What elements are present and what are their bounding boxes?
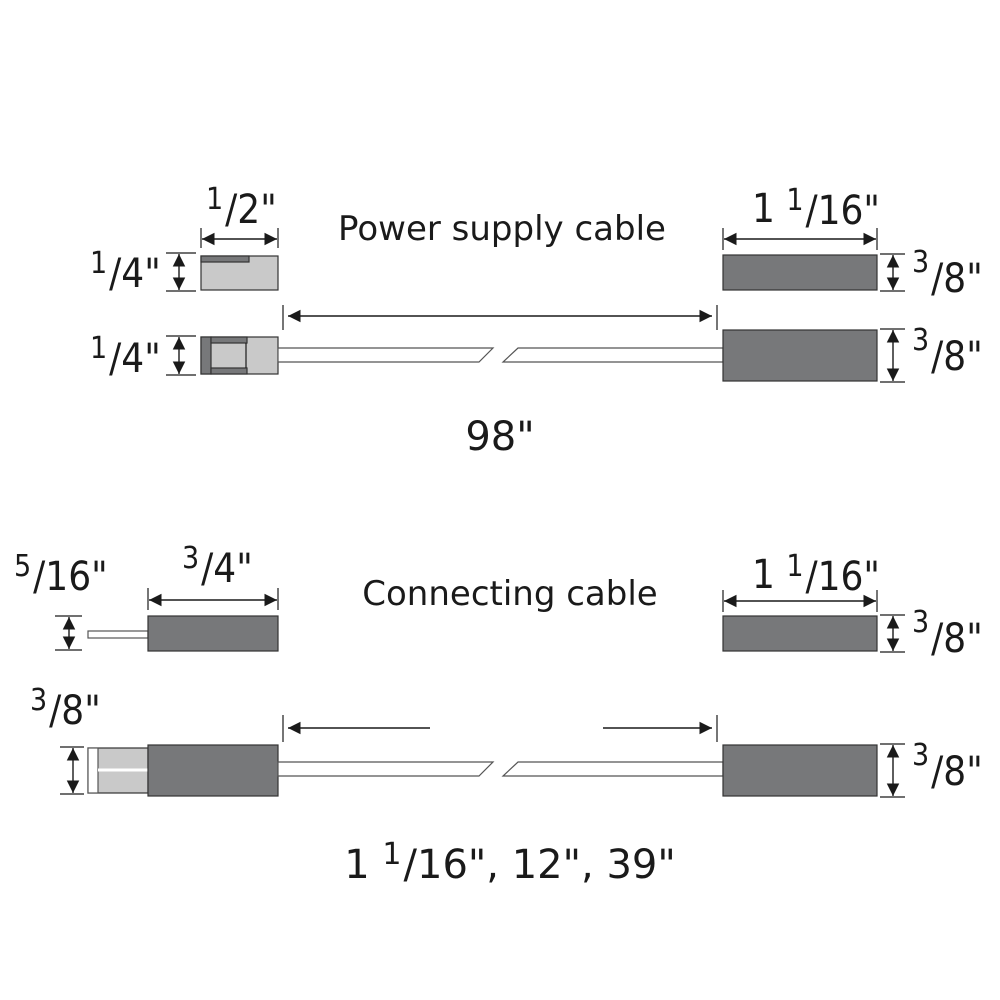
ps-plug-width-num: 1 [206,182,223,217]
connecting-title: Connecting cable [362,574,657,614]
ps-plug-width-den: /2" [225,187,277,233]
cc-plug-top-view [87,615,279,652]
svg-text:5/16": 5/16" [14,549,108,600]
svg-text:3/8": 3/8" [912,738,983,795]
cc-wire [277,761,724,777]
cc-box-top-height-dimension: 3/8" [880,605,983,662]
cc-box-side-view [722,744,878,797]
svg-text:1/4": 1/4" [90,331,161,382]
svg-text:3/8": 3/8" [912,245,983,302]
power-supply-title: Power supply cable [338,209,666,249]
svg-text:1/4": 1/4" [90,246,161,297]
cc-box-side-height-dimension: 3/8" [880,738,983,798]
ps-plug-top-view [200,255,279,291]
ps-length-label: 98" [465,414,534,460]
cc-plug-side-height-dimension: 3/8" [30,683,101,795]
svg-text:1/2": 1/2" [206,182,277,233]
ps-plug-side-view [200,336,279,375]
cc-box-width-dimension: 1 1/16" [722,549,880,612]
ps-wire [277,347,724,363]
ps-box-top-height-dimension: 3/8" [880,245,983,302]
svg-text:3/8": 3/8" [30,683,101,734]
svg-text:3/8": 3/8" [912,323,983,380]
ps-plug-width-dimension: 1/2" [200,182,279,248]
ps-box-side-view [722,329,878,382]
ps-box-side-height-dimension: 3/8" [880,323,983,383]
svg-text:1 1/16": 1 1/16" [752,549,880,600]
cc-pin-height-dimension: 5/16" [14,549,108,651]
cc-plug-width-dimension: 3/4" [147,541,279,610]
svg-text:1 1/16": 1 1/16" [752,183,880,234]
cc-plug-side-view [87,744,279,797]
ps-box-width-dimension: 1 1/16" [722,183,880,250]
connecting-section: Connecting cable 5/16" 3/4" [14,541,983,888]
cc-length-dimension: 1 1/16", 12", 39" [282,715,718,888]
cc-box-top-view [722,615,878,652]
power-supply-section: Power supply cable 1/2" 1/4" [90,182,983,460]
svg-text:3/8": 3/8" [912,605,983,662]
svg-text:3/4": 3/4" [182,541,253,592]
ps-plug-top-height-dimension: 1/4" [90,246,196,297]
ps-length-dimension: 98" [282,305,718,460]
cc-lengths-label: 1 1/16", 12", 39" [344,837,676,888]
ps-box-top-view [722,254,878,291]
ps-plug-side-height-dimension: 1/4" [90,331,196,382]
